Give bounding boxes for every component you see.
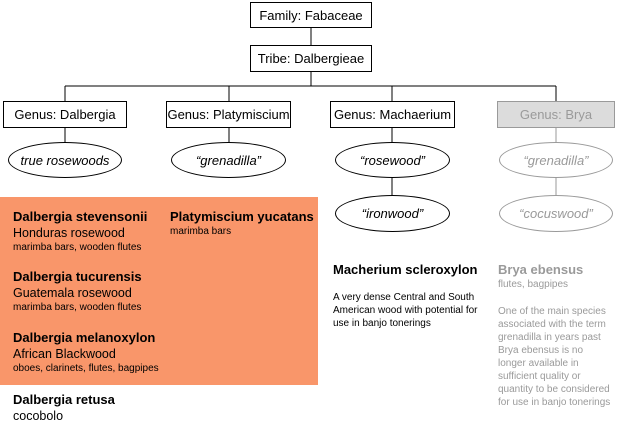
dalbergia-highlight-panel [0, 197, 318, 385]
species-platymiscium-yucatans: Platymiscium yucatans marimba bars [170, 208, 314, 238]
tribe-node: Tribe: Dalbergieae [250, 45, 372, 72]
species-common-name: African Blackwood [13, 347, 116, 361]
species-name: Dalbergia stevensonii [13, 209, 148, 224]
species-uses: marimba bars, wooden flutes [13, 302, 142, 313]
species-uses: flutes, bagpipes [498, 279, 569, 290]
species-uses: marimba bars [170, 226, 232, 237]
species-name: Dalbergia melanoxylon [13, 330, 156, 345]
species-dalbergia-tucurensis: Dalbergia tucurensis Guatemala rosewood … [13, 268, 142, 314]
species-brya-ebensus: Brya ebensus flutes, bagpipes [498, 261, 583, 291]
common-name-rosewood-machaerium: “rosewood” [335, 142, 450, 178]
species-description-macherium: A very dense Central and South American … [333, 292, 478, 329]
species-name: Dalbergia retusa [13, 392, 115, 407]
species-description-brya: One of the main species associated with … [498, 306, 611, 408]
common-name-cocuswood-brya: “cocuswood” [499, 195, 613, 232]
genus-machaerium-node: Genus: Machaerium [330, 101, 455, 128]
family-node: Family: Fabaceae [250, 2, 372, 28]
species-name: Platymiscium yucatans [170, 209, 314, 224]
genus-platymiscium-node: Genus: Platymiscium [166, 101, 291, 128]
common-name-grenadilla-brya: “grenadilla” [499, 142, 613, 178]
species-dalbergia-retusa: Dalbergia retusa cocobolo [13, 391, 115, 424]
species-name: Macherium scleroxylon [333, 262, 478, 277]
species-name: Dalbergia tucurensis [13, 269, 142, 284]
species-name: Brya ebensus [498, 262, 584, 277]
species-common-name: cocobolo [13, 409, 64, 423]
common-name-true-rosewoods: true rosewoods [8, 142, 122, 178]
species-dalbergia-stevensonii: Dalbergia stevensonii Honduras rosewood … [13, 208, 147, 254]
species-common-name: Honduras rosewood [13, 226, 125, 240]
common-name-ironwood-machaerium: “ironwood” [335, 195, 450, 232]
species-uses: marimba bars, wooden flutes [13, 242, 142, 253]
genus-brya-node: Genus: Brya [497, 101, 615, 128]
species-macherium-scleroxylon: Macherium scleroxylon [333, 261, 478, 278]
genus-dalbergia-node: Genus: Dalbergia [3, 101, 127, 128]
species-uses: oboes, clarinets, flutes, bagpipes [13, 363, 159, 374]
species-dalbergia-melanoxylon: Dalbergia melanoxylon African Blackwood … [13, 329, 159, 375]
common-name-grenadilla-platymiscium: “grenadilla” [171, 142, 286, 178]
species-common-name: Guatemala rosewood [13, 286, 132, 300]
